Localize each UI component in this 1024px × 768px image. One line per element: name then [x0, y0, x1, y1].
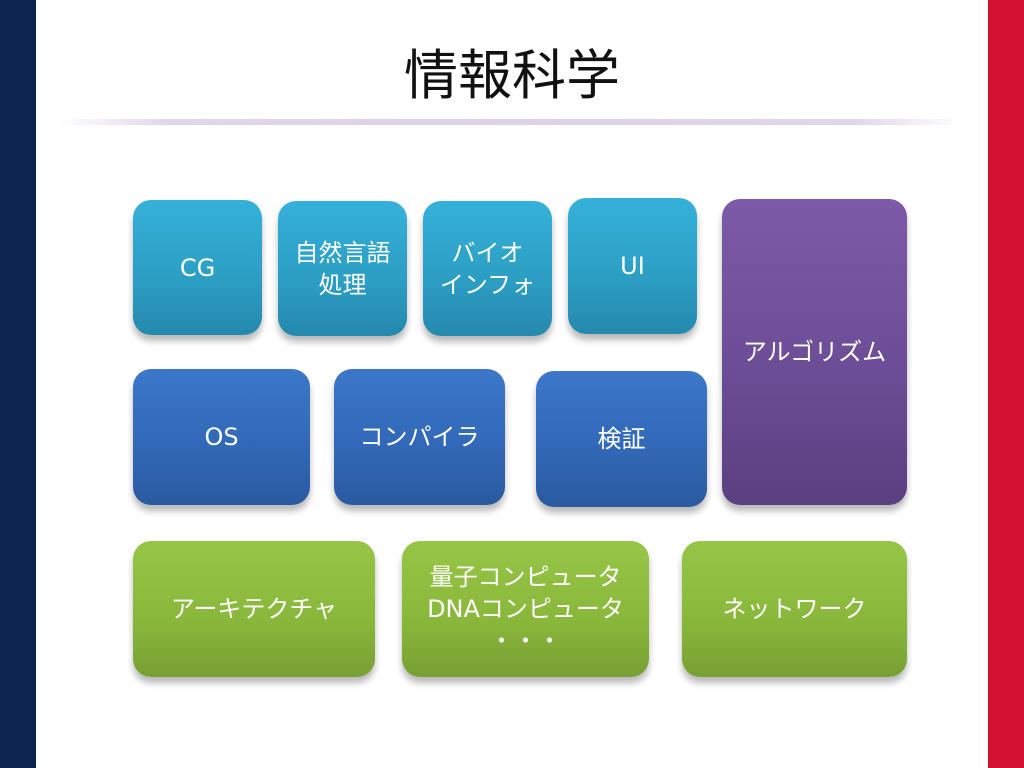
left-accent-band [0, 0, 36, 768]
tile-bioinformatics: バイオ インフォ [423, 201, 552, 336]
tile-algorithm: アルゴリズム [722, 199, 907, 505]
tile-quantum-dna-computing: 量子コンピュータ DNAコンピュータ ・・・ [402, 541, 649, 677]
tile-compiler: コンパイラ [334, 369, 505, 505]
tile-bioinformatics-label: バイオ インフォ [439, 238, 536, 299]
tile-network-label: ネットワーク [722, 595, 867, 623]
tile-network: ネットワーク [682, 541, 907, 677]
tile-natural-language-processing-label: 自然言語 処理 [294, 238, 391, 299]
tile-verification-label: 検証 [597, 425, 646, 453]
tile-architecture-label: アーキテクチャ [170, 595, 338, 623]
slide-title: 情報科学 [404, 44, 620, 107]
title-divider [58, 119, 964, 125]
tile-compiler-label: コンパイラ [359, 423, 480, 451]
tile-natural-language-processing: 自然言語 処理 [278, 201, 407, 336]
tile-architecture: アーキテクチャ [133, 541, 375, 677]
right-accent-band [988, 0, 1024, 768]
tile-ui: UI [568, 198, 697, 334]
tile-cg: CG [133, 200, 262, 335]
tile-ui-label: UI [620, 252, 645, 280]
tile-algorithm-label: アルゴリズム [742, 338, 887, 366]
tile-os: OS [133, 369, 310, 505]
tile-cg-label: CG [179, 253, 216, 282]
tile-os-label: OS [204, 423, 239, 451]
tile-quantum-dna-computing-label: 量子コンピュータ DNAコンピュータ ・・・ [427, 563, 624, 655]
tile-verification: 検証 [536, 371, 707, 507]
